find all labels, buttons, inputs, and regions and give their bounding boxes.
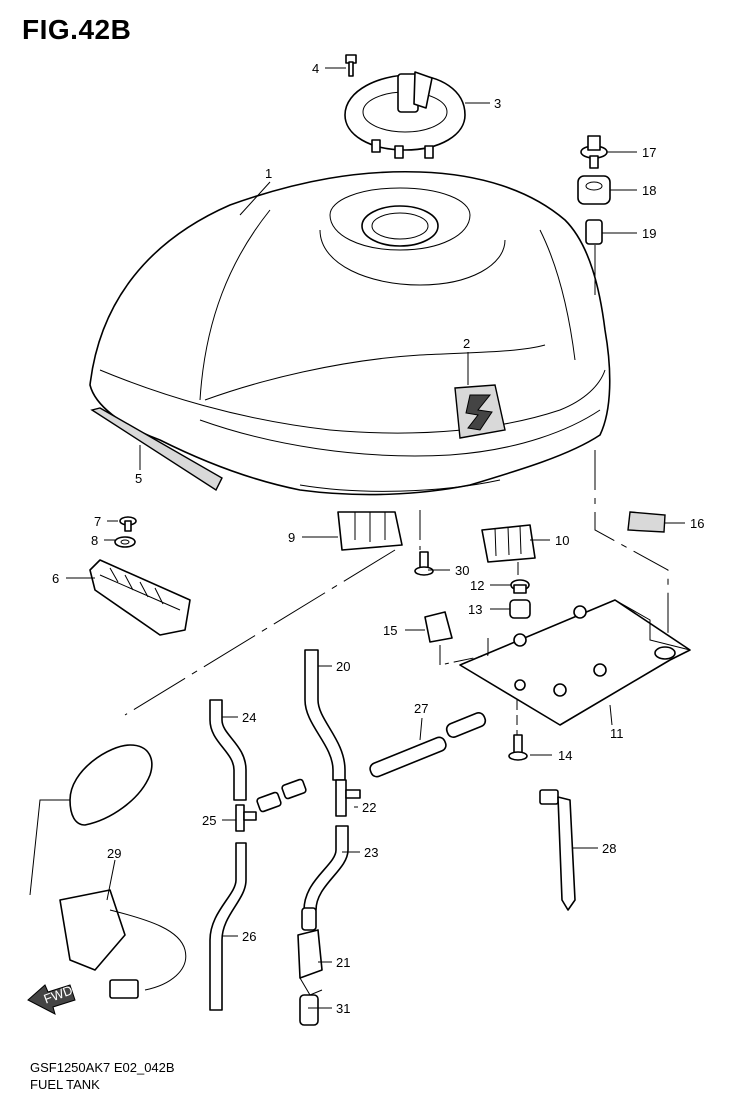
callout-18: 18 [642, 183, 656, 198]
callout-15: 15 [383, 623, 397, 638]
holder-screw[interactable] [119, 516, 137, 532]
callout-labels: 1 2 3 4 5 6 7 8 9 10 11 12 13 14 15 16 1… [52, 61, 704, 1016]
cushion-15[interactable] [424, 611, 453, 643]
hose-26[interactable] [209, 842, 247, 1011]
callout-21: 21 [336, 955, 350, 970]
drawing-code: GSF1250AK7 E02_042B [30, 1060, 175, 1075]
callout-16: 16 [690, 516, 704, 531]
callout-1: 1 [265, 166, 272, 181]
collar-19[interactable] [585, 219, 603, 245]
hose-pieces[interactable] [256, 778, 307, 813]
callout-5: 5 [135, 471, 142, 486]
fuel-tank[interactable] [89, 170, 611, 496]
bolt-14[interactable] [508, 734, 528, 761]
callout-17: 17 [642, 145, 656, 160]
holder-washer[interactable] [114, 536, 136, 548]
fwd-arrow-icon: FWD [27, 982, 76, 1015]
callout-8: 8 [91, 533, 98, 548]
callout-26: 26 [242, 929, 256, 944]
bush-12[interactable] [510, 579, 530, 594]
callout-13: 13 [468, 602, 482, 617]
joint-22[interactable] [335, 779, 361, 817]
pad-16[interactable] [627, 511, 666, 533]
bolt-17[interactable] [580, 135, 608, 169]
callout-11: 11 [610, 726, 624, 741]
callout-14: 14 [558, 748, 572, 763]
figure-title: FIG.42B [22, 14, 132, 45]
fuel-pump[interactable] [29, 744, 187, 999]
callout-22: 22 [362, 800, 376, 815]
callout-25: 25 [202, 813, 216, 828]
callout-31: 31 [336, 1001, 350, 1016]
callout-30: 30 [455, 563, 469, 578]
tank-bracket[interactable] [459, 599, 691, 726]
collar-31[interactable] [299, 994, 319, 1026]
callout-9: 9 [288, 530, 295, 545]
cushion-18[interactable] [577, 175, 611, 205]
bolt-30[interactable] [414, 551, 434, 576]
fuel-cap[interactable] [344, 71, 466, 159]
callout-24: 24 [242, 710, 256, 725]
callout-12: 12 [470, 578, 484, 593]
rear-cushion-10[interactable] [481, 524, 536, 563]
cushion-strip[interactable] [90, 407, 223, 492]
joint-25[interactable] [235, 804, 257, 832]
cap-bolt[interactable] [345, 54, 357, 77]
section-title: FUEL TANK [30, 1077, 100, 1092]
callout-27: 27 [414, 701, 428, 716]
hose-24[interactable] [209, 699, 247, 801]
tank-holder[interactable] [89, 559, 191, 636]
callout-28: 28 [602, 841, 616, 856]
callout-2: 2 [463, 336, 470, 351]
callout-10: 10 [555, 533, 569, 548]
hose-23[interactable] [303, 825, 349, 911]
callout-7: 7 [94, 514, 101, 529]
callout-19: 19 [642, 226, 656, 241]
callout-4: 4 [312, 61, 319, 76]
leader-lines [66, 67, 685, 1009]
callout-6: 6 [52, 571, 59, 586]
callout-23: 23 [364, 845, 378, 860]
callout-3: 3 [494, 96, 501, 111]
emblem[interactable] [454, 384, 506, 439]
clamp-21[interactable] [297, 907, 323, 996]
callout-20: 20 [336, 659, 350, 674]
hose-27[interactable] [368, 711, 487, 778]
rear-cushion-9[interactable] [337, 511, 403, 551]
harness-28[interactable] [539, 789, 576, 911]
cushion-13[interactable] [509, 599, 531, 619]
callout-29: 29 [107, 846, 121, 861]
